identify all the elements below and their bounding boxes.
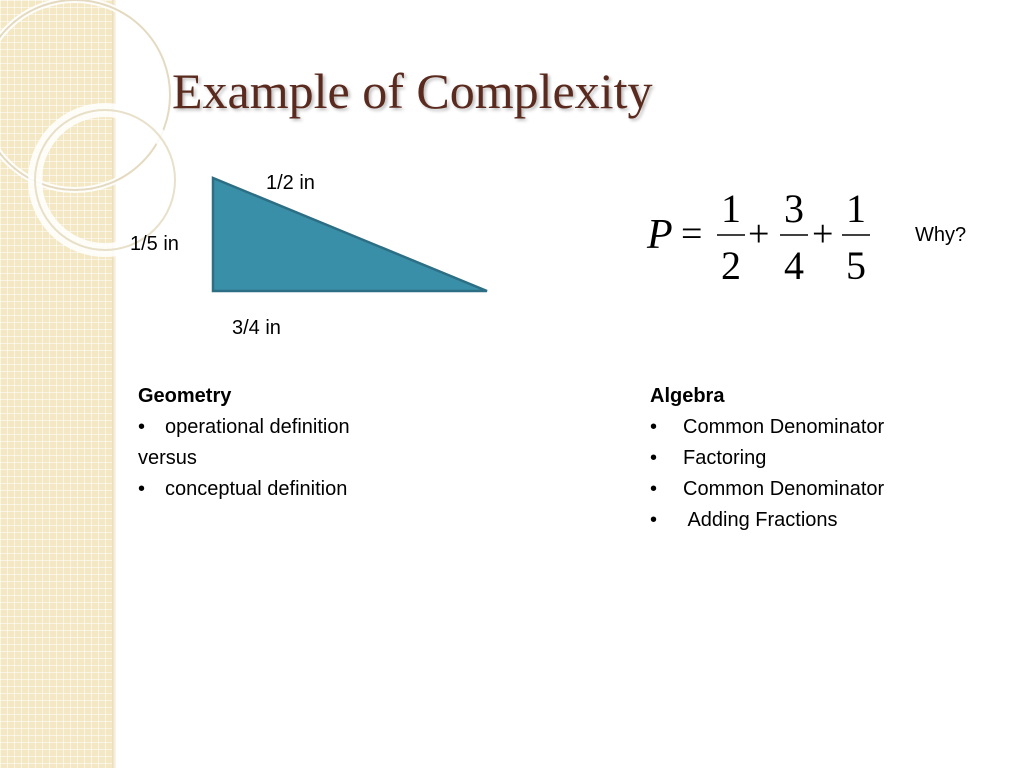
sidebar-edge (112, 0, 116, 768)
triangle-hypotenuse-label: 1/2 in (266, 172, 315, 194)
triangle-shape (211, 176, 488, 293)
triangle-height-label: 1/5 in (130, 233, 179, 255)
bullet-icon: • (138, 478, 146, 500)
algebra-section: Algebra • Common Denominator • Factoring •… (650, 381, 884, 536)
fraction-1-numerator: 1 (721, 186, 741, 231)
list-item: • Common Denominator (650, 474, 884, 505)
right-triangle (211, 176, 488, 293)
fraction-2-numerator: 3 (784, 186, 804, 231)
list-item-text: Adding Fractions (683, 509, 838, 531)
list-text: versus (138, 447, 197, 469)
list-item-text: conceptual definition (165, 478, 348, 500)
list-item: • Adding Fractions (650, 505, 884, 536)
bullet-icon: • (650, 509, 658, 531)
fraction-3-numerator: 1 (846, 186, 866, 231)
list-item: • Common Denominator (650, 412, 884, 443)
list-item-text: Factoring (683, 447, 767, 469)
decorative-circles (0, 0, 182, 257)
bullet-icon: • (138, 416, 146, 438)
list-item-text: Common Denominator (683, 478, 885, 500)
fraction-2-denominator: 4 (784, 243, 804, 284)
formula-variable: P (646, 212, 673, 258)
fraction-1-denominator: 2 (721, 243, 741, 284)
bullet-icon: • (650, 447, 658, 469)
list-item-text: Common Denominator (683, 416, 885, 438)
slide-title: Example of Complexity (172, 63, 653, 119)
why-question: Why? (915, 224, 967, 246)
geometry-heading: Geometry (138, 385, 232, 407)
algebra-heading: Algebra (650, 385, 725, 407)
geometry-section: Geometry •operational definition versus … (138, 381, 350, 505)
formula-equals: = (681, 213, 702, 255)
list-item-text: operational definition (165, 416, 350, 438)
perimeter-formula: P = 1 2 + 3 4 + 1 5 (646, 186, 870, 284)
formula-plus-1: + (748, 213, 769, 255)
fraction-3-denominator: 5 (846, 243, 866, 284)
bullet-icon: • (650, 478, 658, 500)
triangle-base-label: 3/4 in (232, 317, 281, 339)
formula-plus-2: + (812, 213, 833, 255)
bullet-icon: • (650, 416, 658, 438)
list-item: • conceptual definition (138, 474, 350, 505)
list-item: • Factoring (650, 443, 884, 474)
list-item: • operational definition (138, 412, 350, 443)
